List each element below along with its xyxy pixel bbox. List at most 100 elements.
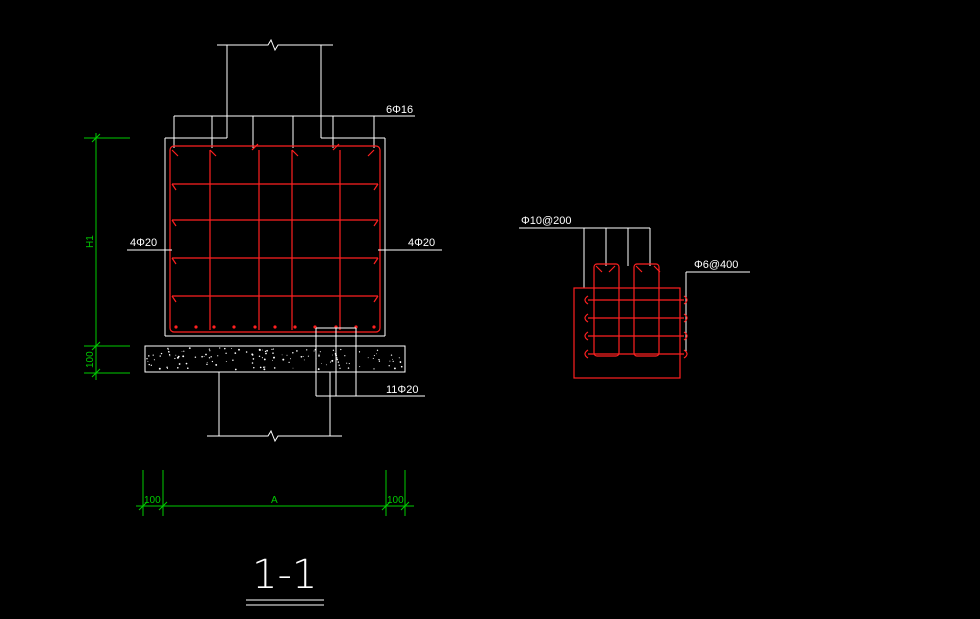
section-title-text: 1-1 (252, 552, 317, 598)
concrete-stipple (271, 348, 273, 351)
concrete-stipple (263, 366, 265, 368)
concrete-stipple (325, 364, 327, 366)
concrete-stipple (388, 365, 390, 367)
concrete-stipple (234, 368, 237, 371)
concrete-stipple (264, 366, 266, 368)
concrete-stipple (321, 363, 322, 365)
concrete-stipple (245, 351, 248, 353)
concrete-stipple (234, 352, 237, 354)
concrete-stipple (358, 351, 361, 353)
concrete-stipple (160, 352, 163, 355)
concrete-stipple (147, 361, 149, 363)
concrete-stipple (378, 360, 381, 362)
concrete-stipple (313, 350, 315, 352)
concrete-stipple (307, 355, 309, 357)
concrete-stipple (265, 352, 267, 355)
tie-spacing-label: Φ6@400 (694, 259, 738, 271)
concrete-stipple (337, 361, 340, 363)
concrete-stipple (169, 355, 171, 357)
concrete-stipple (263, 368, 266, 371)
concrete-stipple (319, 351, 321, 353)
stirrup-spacing-label: Φ10@200 (521, 215, 572, 227)
concrete-stipple (225, 352, 227, 355)
concrete-stipple (177, 355, 180, 358)
concrete-stipple (392, 358, 394, 360)
concrete-stipple (372, 357, 374, 359)
stirrup-detail-rebar[interactable] (573, 263, 688, 379)
concrete-stipple (168, 350, 170, 353)
concrete-stipple (210, 356, 212, 358)
concrete-stipple (225, 361, 227, 362)
concrete-stipple (232, 359, 234, 361)
dim-base-label: 100 (85, 351, 96, 368)
concrete-stipple (332, 349, 335, 351)
concrete-stipple (258, 348, 261, 351)
concrete-stipple (378, 358, 380, 361)
concrete-stipple (187, 367, 189, 369)
concrete-stipple (178, 363, 181, 365)
concrete-stipple (205, 353, 207, 356)
concrete-stipple (219, 347, 221, 349)
concrete-stipple (167, 347, 169, 350)
concrete-stipple (185, 362, 188, 365)
concrete-stipple (273, 356, 275, 359)
concrete-stipple (203, 356, 205, 358)
concrete-stipple (259, 366, 262, 369)
concrete-stipple (174, 357, 176, 360)
top-bars-label: 6Φ16 (386, 104, 413, 116)
concrete-stipple (153, 359, 155, 361)
concrete-stipple (367, 357, 369, 359)
concrete-stipple (288, 361, 290, 364)
concrete-stipple (272, 348, 275, 350)
concrete-stipple (258, 355, 261, 358)
concrete-stipple (263, 358, 266, 361)
left-side-bars-label: 4Φ20 (130, 237, 157, 249)
horizontal-dimensions (136, 470, 414, 516)
concrete-stipple (188, 347, 191, 349)
concrete-stipple (393, 367, 396, 370)
concrete-stipple (231, 348, 233, 350)
concrete-stipple (158, 367, 161, 370)
concrete-stipple (251, 362, 254, 364)
right-side-bars-label: 4Φ20 (408, 237, 435, 249)
dim-left-label: 100 (144, 495, 161, 506)
concrete-stipple (166, 367, 168, 369)
concrete-stipple (302, 356, 304, 357)
concrete-stipple (261, 349, 263, 351)
concrete-stipple (318, 353, 320, 355)
concrete-stipple (148, 363, 150, 366)
concrete-stipple (181, 351, 183, 352)
concrete-stipple (390, 354, 393, 356)
column-outline-bottom (207, 372, 342, 443)
bottom-bars-dots (174, 325, 376, 329)
concrete-stipple (175, 354, 177, 356)
concrete-stipple (400, 362, 402, 363)
concrete-stipple (339, 367, 341, 369)
concrete-stipple (347, 367, 350, 369)
concrete-stipple (224, 347, 226, 350)
column-outline-top (217, 38, 333, 138)
concrete-stipple (201, 355, 203, 358)
concrete-stipple (373, 355, 375, 357)
lean-concrete-base (144, 345, 406, 373)
dim-height-label: H1 (85, 235, 96, 248)
stirrup-detail (519, 227, 750, 379)
concrete-stipple (296, 350, 298, 352)
concrete-stipple (303, 359, 305, 361)
concrete-stipple (166, 366, 168, 369)
concrete-stipple (398, 357, 400, 359)
concrete-stipple (286, 354, 288, 356)
concrete-stipple (148, 355, 150, 357)
concrete-stipple (206, 362, 208, 364)
concrete-stipple (272, 359, 273, 361)
concrete-stipple (150, 364, 152, 366)
concrete-stipple (182, 355, 185, 358)
concrete-stipple (194, 356, 197, 358)
bottom-bar-leaders (315, 327, 425, 397)
concrete-stipple (375, 353, 377, 355)
dim-width-label: A (271, 495, 278, 506)
concrete-stipple (253, 366, 255, 369)
concrete-stipple (266, 349, 268, 352)
concrete-stipple (344, 355, 346, 357)
